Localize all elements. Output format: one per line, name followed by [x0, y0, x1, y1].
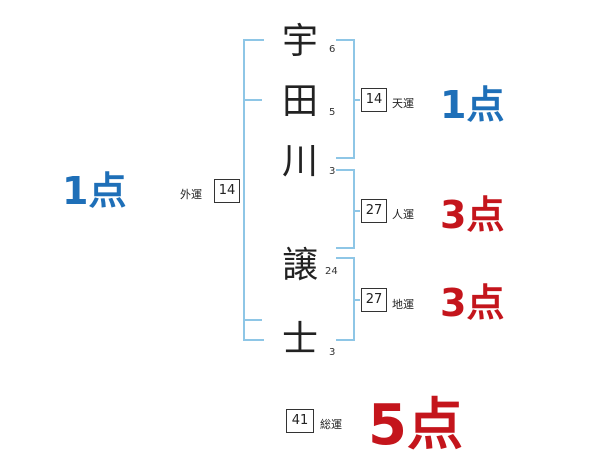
gaiun-score: 1点: [62, 169, 127, 213]
chiun-score: 3点: [440, 281, 505, 325]
souun-value: 41: [286, 409, 314, 433]
stroke-count: 6: [329, 44, 336, 55]
stroke-count: 3: [329, 166, 336, 177]
outer-bracket: [243, 39, 264, 341]
tenun-label: 天運: [392, 97, 414, 110]
chiun-value: 27: [361, 288, 387, 312]
souun-label: 総運: [320, 418, 342, 431]
souun-score: 5点: [368, 393, 463, 458]
gaiun-value: 14: [214, 179, 240, 203]
chiun-bracket: [336, 257, 355, 341]
tenun-score: 1点: [440, 83, 505, 127]
stroke-count: 24: [325, 266, 338, 277]
tenun-bracket: [336, 39, 355, 159]
jinun-bracket: [336, 169, 355, 249]
tenun-value: 14: [361, 88, 387, 112]
chiun-label: 地運: [392, 298, 414, 311]
name-char: 宇: [281, 21, 318, 62]
jinun-label: 人運: [392, 208, 414, 221]
gaiun-label: 外運: [180, 188, 202, 201]
name-char: 田: [281, 81, 318, 122]
name-char: 士: [281, 319, 318, 360]
name-char: 譲: [281, 245, 318, 286]
jinun-value: 27: [361, 199, 387, 223]
stroke-count: 5: [329, 107, 336, 118]
name-char: 川: [281, 141, 318, 182]
stroke-count: 3: [329, 347, 336, 358]
jinun-score: 3点: [440, 193, 505, 237]
